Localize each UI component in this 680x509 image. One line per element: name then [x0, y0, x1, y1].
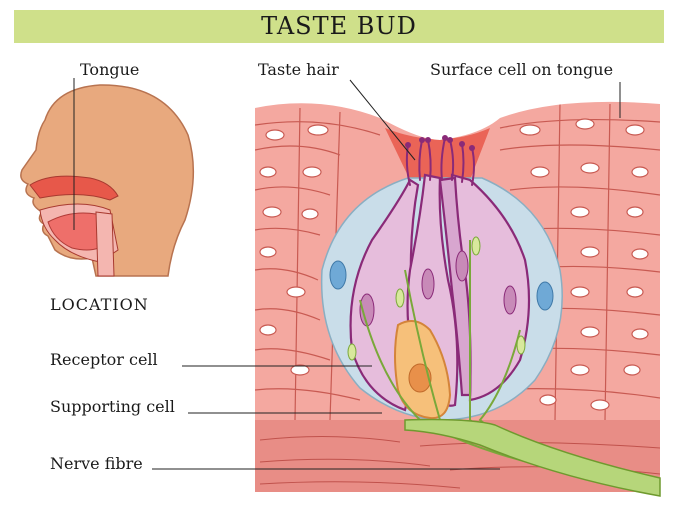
receptor-nuclei: [359, 250, 517, 327]
nerve-bundle: [404, 418, 661, 497]
throat: [95, 211, 115, 277]
supporting-cell-nucleus: [408, 363, 432, 393]
capsule-nucleus-right: [536, 281, 554, 311]
label-receptor-cell: Receptor cell: [50, 350, 158, 369]
label-nerve-fibre: Nerve fibre: [50, 454, 143, 473]
label-location: LOCATION: [50, 295, 149, 314]
label-tongue: Tongue: [80, 60, 140, 79]
nerve-endings: [347, 236, 526, 361]
label-surface-cell: Surface cell on tongue: [430, 60, 614, 79]
cell-nuclei: [259, 118, 649, 411]
taste-hairs: [405, 137, 475, 186]
diagram-title: TASTE BUD: [261, 12, 417, 40]
taste-hair-leader: [349, 79, 416, 161]
taste-hair-tips: [405, 135, 475, 151]
label-supporting-cell: Supporting cell: [50, 397, 175, 416]
label-taste-hair: Taste hair: [258, 60, 339, 79]
leader-lines: [152, 79, 621, 470]
capsule-nucleus-left: [329, 260, 347, 290]
head-illustration: [20, 78, 195, 277]
title-banner: TASTE BUD: [14, 10, 664, 43]
